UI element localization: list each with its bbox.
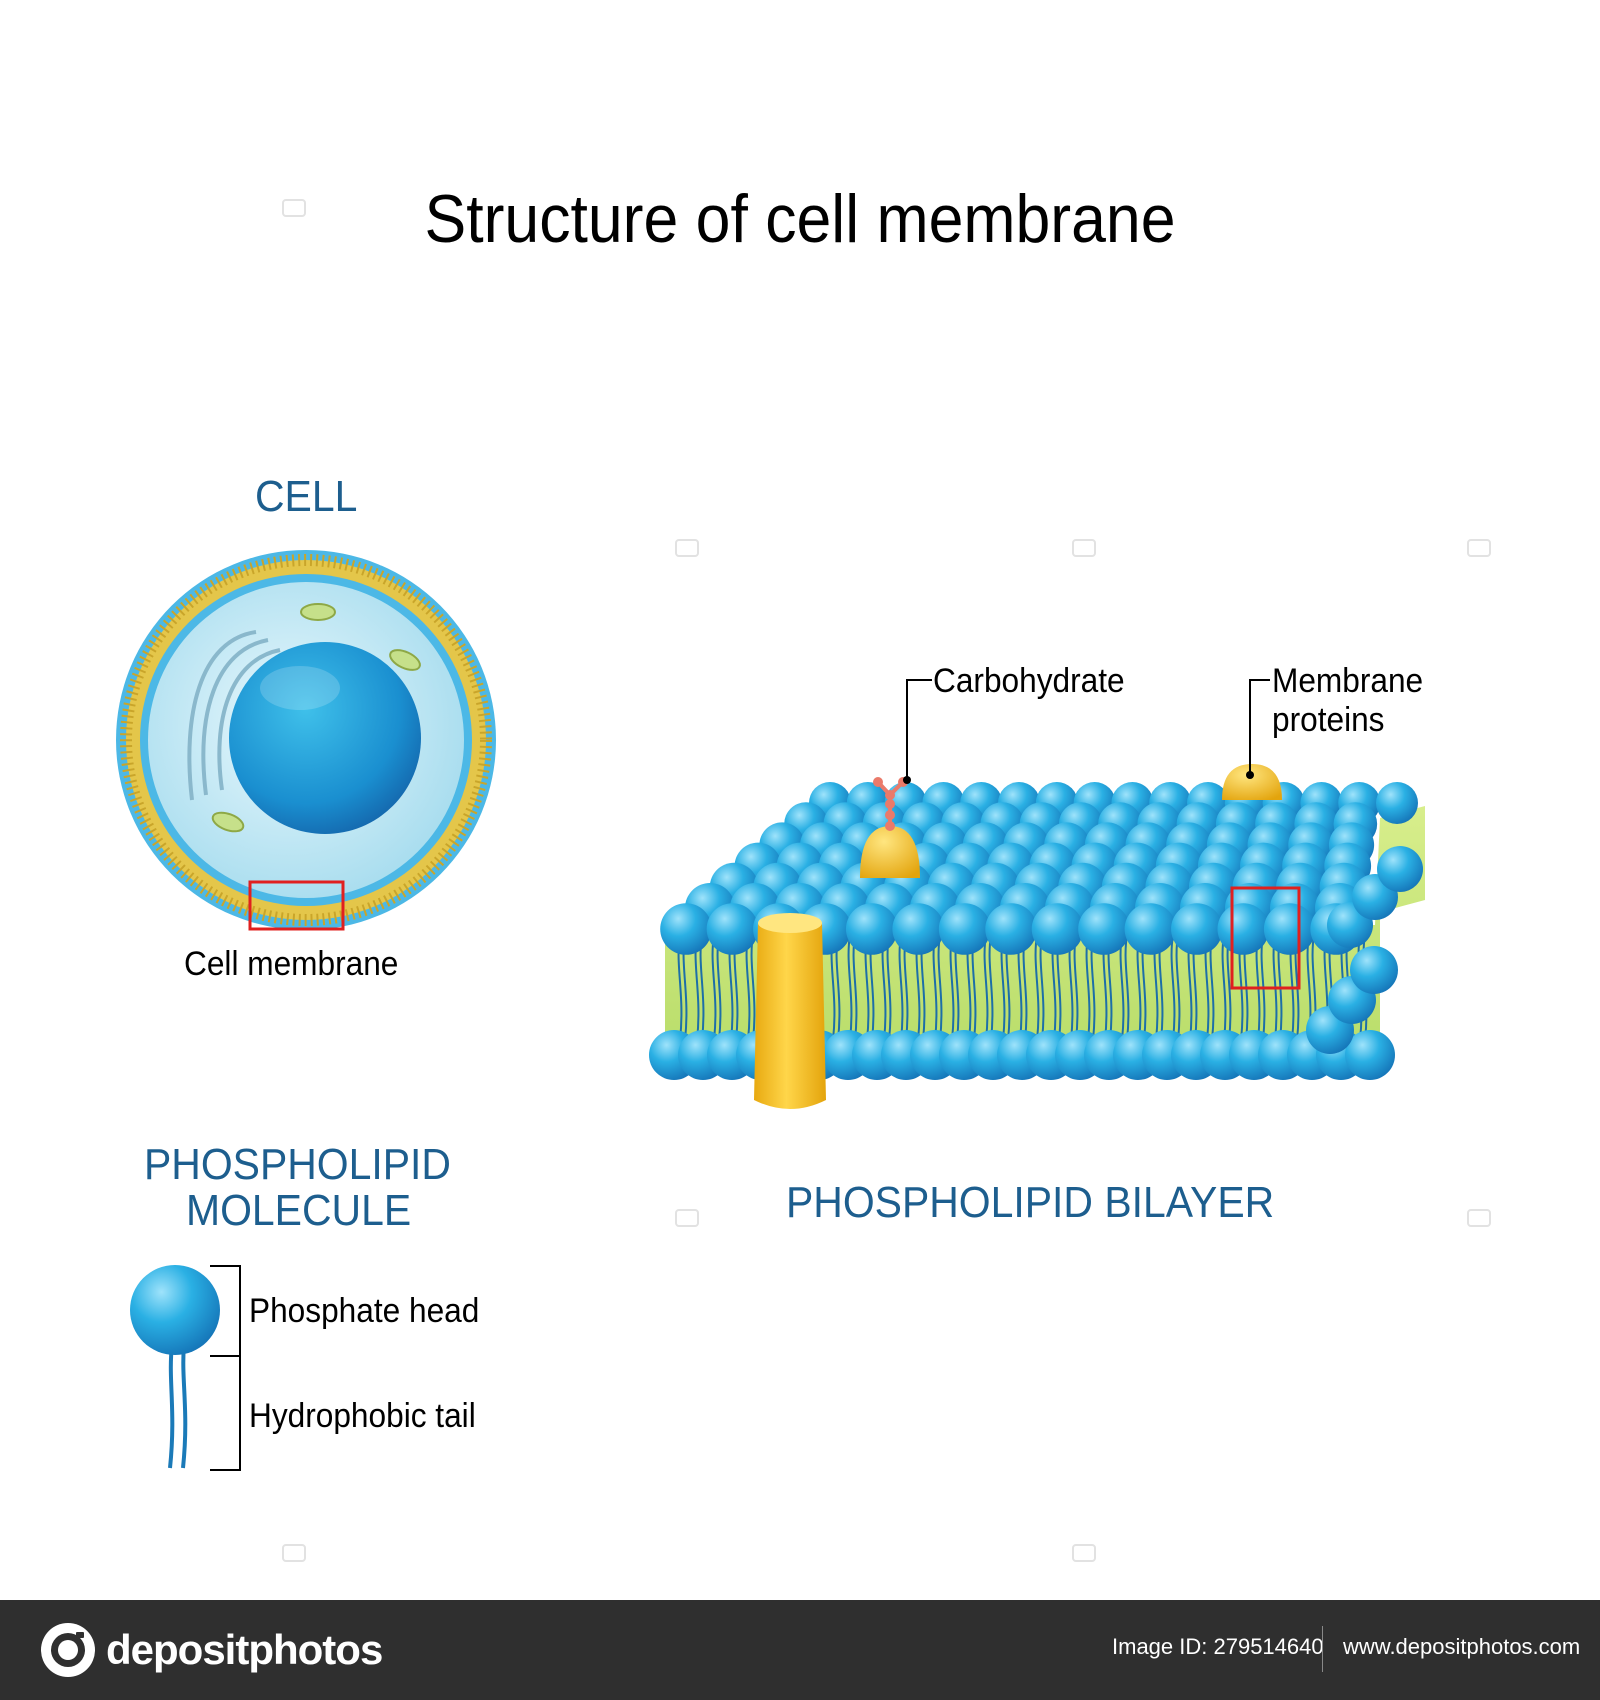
lipid-head (985, 903, 1037, 955)
image-id: Image ID: 279514640 (1112, 1634, 1324, 1659)
lipid-head (1217, 903, 1270, 955)
lipid-head (1031, 903, 1084, 955)
lipid-head (1124, 903, 1177, 955)
top-surface-heads (660, 782, 1423, 955)
transmembrane-protein (754, 913, 826, 1109)
protein-leader (1249, 679, 1270, 775)
camera-logo-icon (41, 1623, 95, 1677)
cell-heading: CELL (255, 472, 358, 521)
membrane-highlight-box (248, 880, 345, 931)
cell-tail-texture (120, 554, 492, 926)
lipid-head (1263, 903, 1316, 955)
lipid-head (1376, 782, 1418, 824)
lipid-head (706, 903, 759, 955)
membrane-proteins-label-line1: Membrane (1272, 662, 1424, 700)
hydrophobic-tail-label: Hydrophobic tail (249, 1397, 476, 1435)
phosphate-head (130, 1265, 220, 1355)
lipid-head (845, 903, 898, 955)
nucleus (229, 642, 421, 834)
lipid-head (938, 903, 991, 955)
label-brackets (210, 1265, 241, 1471)
lipid-head (1350, 946, 1398, 994)
bilayer-highlight-box (1230, 886, 1301, 990)
phosphate-head-label: Phosphate head (249, 1292, 480, 1330)
endoplasmic-reticulum (187, 630, 281, 801)
molecule-heading-line2: MOLECULE (186, 1186, 412, 1235)
carbohydrate-leader (906, 679, 932, 780)
lipid-head (1377, 846, 1423, 892)
lipid-head (1078, 903, 1130, 955)
brand-name: depositphotos (106, 1626, 383, 1673)
cell-illustration (116, 550, 496, 931)
membrane-proteins-label-line2: proteins (1272, 701, 1385, 739)
phospholipid-molecule (130, 1265, 241, 1471)
carbohydrate-chain (873, 777, 908, 831)
footer-bar: depositphotos Image ID: 279514640 www.de… (0, 1600, 1600, 1700)
tail-right (181, 1344, 188, 1469)
lipid-head (1345, 1030, 1395, 1080)
peripheral-protein-top (860, 826, 920, 878)
lipid-head (1171, 903, 1223, 955)
cell-membrane-caption: Cell membrane (184, 945, 399, 983)
brand-logo[interactable]: depositphotos (40, 1622, 383, 1678)
watermark-camera-icons (282, 199, 1491, 1562)
phospholipid-bilayer-illustration (649, 679, 1425, 1109)
footer-divider (1322, 1626, 1323, 1672)
carbohydrate-label: Carbohydrate (933, 662, 1125, 700)
membrane-protein-dome (1222, 764, 1282, 800)
lipid-head (660, 903, 712, 955)
tail-left (168, 1344, 175, 1469)
lipid-head (892, 903, 944, 955)
mitochondria (211, 603, 421, 833)
bilayer-heading: PHOSPHOLIPID BILAYER (786, 1178, 1275, 1227)
site-url[interactable]: www.depositphotos.com (1343, 1634, 1581, 1659)
page-title: Structure of cell membrane (424, 181, 1176, 257)
molecule-heading-line1: PHOSPHOLIPID (144, 1140, 451, 1189)
